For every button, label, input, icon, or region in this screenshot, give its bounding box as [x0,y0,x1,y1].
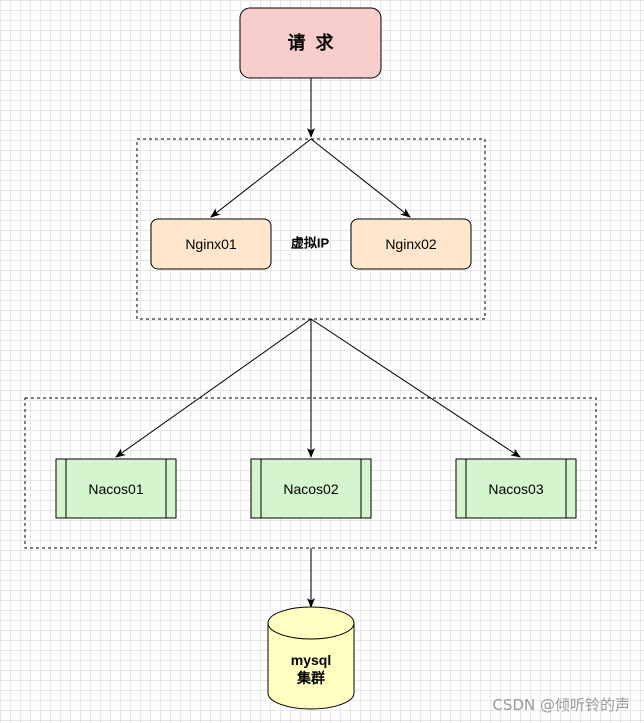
nacos02-label: Nacos02 [283,481,338,497]
nginx02-label: Nginx02 [385,236,437,252]
edge-to-nacos03 [310,318,521,458]
nginx02-node: Nginx02 [350,218,472,270]
request-node-label: 请 求 [287,32,334,53]
mysql-cluster-database: mysql 集群 [267,606,355,710]
csdn-watermark: CSDN @倾听铃的声 [492,696,630,714]
edge-to-nacos01 [115,318,312,458]
nacos03-label: Nacos03 [488,481,543,497]
connectors [115,78,521,608]
request-node: 请 求 [239,7,382,79]
nacos02-node: Nacos02 [250,458,372,519]
virtual-ip-label: 虚拟IP [291,236,330,251]
nacos01-node: Nacos01 [55,458,177,519]
nacos03-node: Nacos03 [455,458,577,519]
nacos01-label: Nacos01 [88,481,143,497]
nginx01-node: Nginx01 [150,218,272,270]
nginx01-label: Nginx01 [185,236,237,252]
mysql-label: mysql [291,652,331,668]
mysql-cluster-label: 集群 [296,670,325,686]
edge-to-nginx01 [210,138,312,218]
edge-to-nginx02 [310,138,411,218]
